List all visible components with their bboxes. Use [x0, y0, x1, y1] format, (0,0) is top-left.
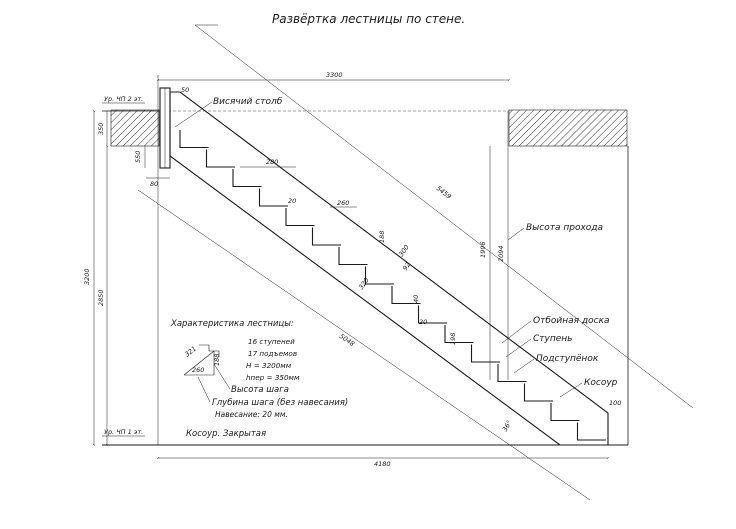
label-riser: Подступёнок [536, 354, 599, 364]
step-triangle-sketch [183, 344, 220, 376]
char-line-2: 17 подъемов [248, 349, 297, 358]
dim-4180: 4180 [374, 460, 391, 468]
dim-line-5048 [137, 189, 591, 501]
level-bottom: Ур. ЧП 1 эт. [104, 428, 143, 436]
dim-3200: 3200 [83, 268, 91, 285]
dim-5048: 5048 [338, 332, 356, 348]
dim-198: 198 [449, 333, 457, 345]
leader-step-height [213, 363, 231, 390]
dim-line-5459 [194, 24, 694, 409]
dim-260: 260 [337, 199, 349, 207]
stair-step [205, 149, 235, 168]
char-line-4: hпер = 350мм [246, 373, 300, 382]
leader-riser [513, 358, 535, 374]
dim-188: 188 [378, 231, 386, 243]
leader-skirting [501, 320, 532, 344]
stair-step [523, 383, 553, 402]
stair-step [285, 208, 315, 227]
label-headroom: Высота прохода [526, 223, 603, 233]
char-line-3: H = 3200мм [246, 361, 292, 370]
dim-5459: 5459 [435, 184, 453, 200]
dim-80: 80 [150, 180, 158, 188]
upper-slab-left [110, 109, 160, 147]
stair-step [258, 188, 288, 207]
dim-550: 550 [134, 151, 142, 163]
stair-step [179, 130, 209, 149]
characteristics-title: Характеристика лестницы: [170, 319, 294, 329]
stair-steps [179, 130, 606, 441]
dim-40: 40 [412, 295, 420, 303]
stair-step [338, 247, 368, 266]
stair-step [576, 422, 606, 441]
leader-step-depth [197, 376, 211, 403]
drawing-title: Развёртка лестницы по стене. [272, 12, 465, 26]
dim-2094: 2094 [497, 245, 505, 262]
leader-hanging-post [174, 101, 213, 128]
stringer-type: Косоур. Закрытая [186, 429, 266, 439]
dim-280: 280 [266, 158, 278, 166]
dim-3300: 3300 [326, 71, 343, 79]
stair-step [232, 169, 262, 188]
leader-tread [505, 338, 532, 358]
dim-320: 320 [357, 276, 371, 291]
dim-92: 92 [401, 261, 412, 272]
triangle-hyp: 321 [183, 345, 198, 359]
stringer-outline [169, 91, 609, 446]
char-step-depth: Глубина шага (без навесания) [212, 398, 348, 408]
level-top: Ур. ЧП 2 эт. [104, 95, 143, 103]
label-hanging-post: Висячий столб [213, 97, 283, 107]
dim-1996: 1996 [479, 241, 487, 258]
stair-step [497, 364, 527, 383]
char-overhang: Навесание: 20 мм. [215, 410, 288, 419]
dim-2850: 2850 [97, 289, 105, 306]
char-step-height: Высота шага [231, 385, 289, 395]
stair-step [470, 344, 500, 363]
dim-20-a: 20 [288, 197, 296, 205]
dim-350: 350 [97, 123, 105, 135]
label-skirting: Отбойная доска [533, 316, 610, 326]
dim-20-b: 20 [419, 318, 427, 326]
label-tread: Ступень [533, 334, 572, 344]
dim-100: 100 [609, 399, 621, 407]
label-stringer: Косоур [584, 378, 618, 388]
upper-slab-right [508, 109, 628, 147]
stair-step [417, 305, 447, 324]
stair-step [391, 286, 421, 305]
stair-step [311, 227, 341, 246]
leader-stringer [559, 382, 583, 398]
stair-step [444, 325, 474, 344]
dim-50: 50 [181, 86, 189, 94]
char-line-1: 16 ступеней [248, 337, 295, 346]
leader-headroom [507, 227, 525, 241]
stair-step [364, 266, 394, 285]
triangle-rise: 188 [213, 354, 221, 366]
dim-angle: 36° [501, 419, 514, 433]
triangle-run: 260 [192, 366, 204, 374]
stair-step [550, 403, 580, 422]
dim-300: 300 [397, 243, 411, 258]
